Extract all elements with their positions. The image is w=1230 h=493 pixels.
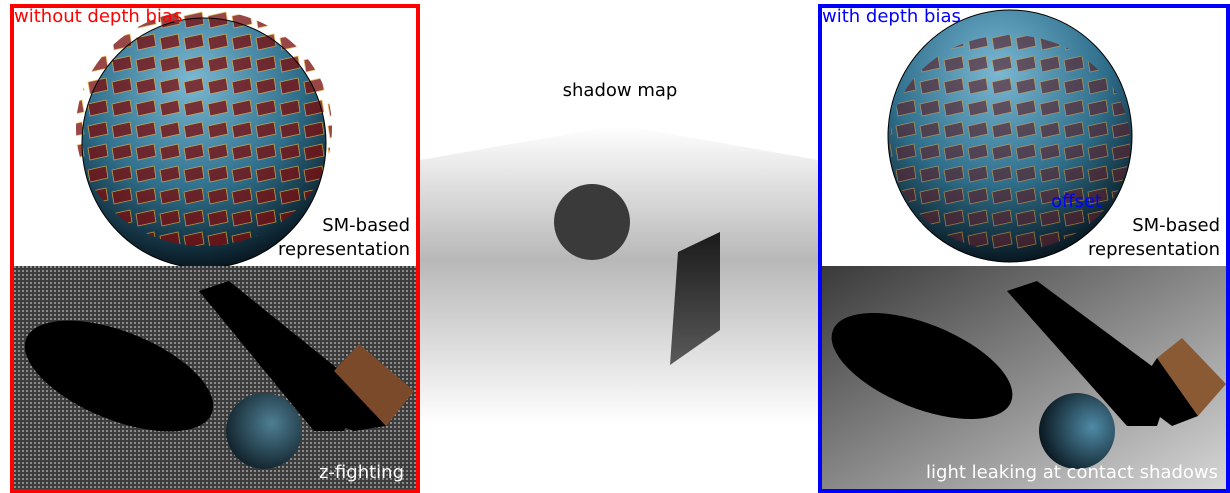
right-panel-with-bias: offset SM-based representation <box>818 4 1230 493</box>
left-ball <box>226 393 302 469</box>
offset-label: offset <box>1051 190 1102 214</box>
shadow-map-sphere <box>554 184 630 260</box>
z-fighting-label: z-fighting <box>319 461 404 485</box>
shadow-map-title: shadow map <box>520 80 720 101</box>
right-panel-title: with depth bias <box>822 6 961 28</box>
right-scene-view: light leaking at contact shadows <box>822 266 1226 489</box>
left-scene-view: z-fighting <box>14 266 416 489</box>
right-sphere-view: offset SM-based representation <box>822 8 1226 266</box>
left-panel-without-bias: SM-based representation z-fightin <box>10 4 420 493</box>
left-sphere-view: SM-based representation <box>14 8 416 266</box>
light-leaking-label: light leaking at contact shadows <box>926 461 1218 485</box>
right-ball <box>1039 393 1115 469</box>
right-sphere-label: SM-based representation <box>1088 214 1220 262</box>
right-scene-svg <box>822 266 1226 489</box>
left-sphere-shadow-map-tiles <box>76 10 332 246</box>
shadow-map-image <box>420 120 818 425</box>
left-scene-svg <box>14 266 416 489</box>
left-sphere-label: SM-based representation <box>278 214 410 262</box>
left-panel-title: without depth bias <box>14 6 182 28</box>
